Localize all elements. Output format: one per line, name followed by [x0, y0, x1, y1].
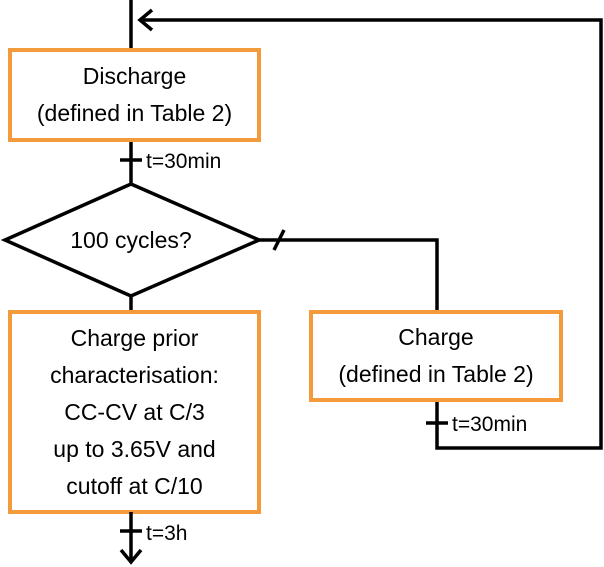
- prior-charge-line5: cutoff at C/10: [66, 473, 202, 499]
- no-branch-slash: [272, 229, 286, 251]
- prior-charge-line4: up to 3.65V and: [53, 436, 215, 462]
- discharge-wait-label: t=30min: [146, 150, 221, 173]
- final-exit-arrowhead: [119, 548, 143, 565]
- final-wait-label: t=3h: [146, 522, 187, 545]
- loop-back-line: [140, 18, 603, 450]
- decision-label: 100 cycles?: [70, 227, 191, 253]
- discharge-box-line1: Discharge: [83, 63, 187, 89]
- prior-charge-box: [8, 310, 261, 514]
- charge-box-line2: (defined in Table 2): [338, 361, 533, 387]
- charge-box: [309, 310, 563, 402]
- charge-box-line1: Charge: [398, 324, 473, 350]
- prior-charge-line2: characterisation:: [50, 362, 219, 388]
- charge-wait-label: t=30min: [452, 413, 527, 436]
- prior-charge-line3: CC-CV at C/3: [64, 399, 205, 425]
- decision-no-branch-line: [259, 238, 439, 312]
- prior-charge-line1: Charge prior: [71, 325, 199, 351]
- discharge-box: [8, 48, 261, 142]
- discharge-box-line2: (defined in Table 2): [37, 100, 232, 126]
- loop-back-arrowhead: [137, 8, 154, 32]
